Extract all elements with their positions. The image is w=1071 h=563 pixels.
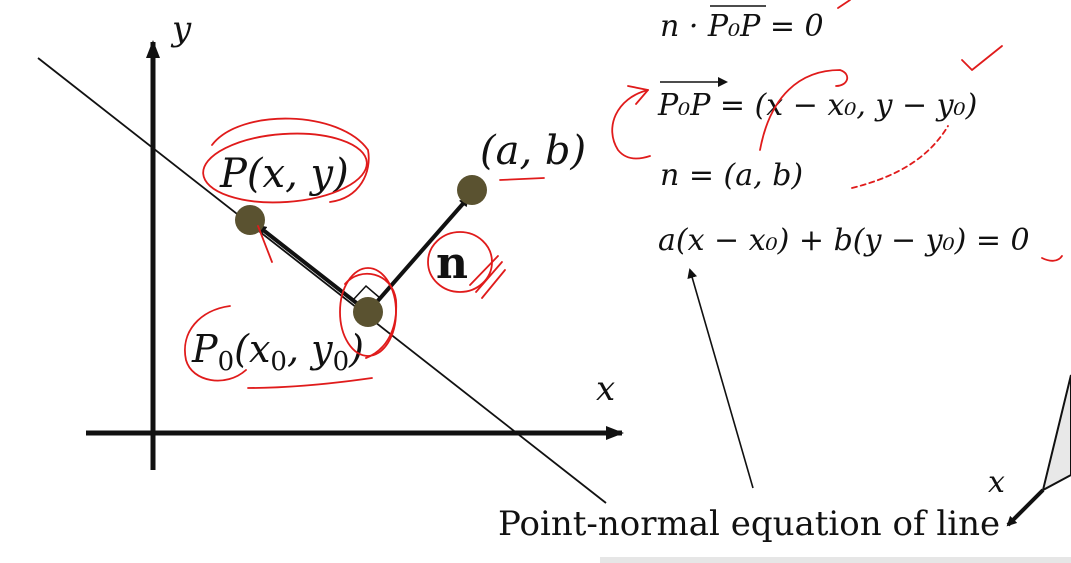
arc-over-eq2 xyxy=(759,69,849,151)
bottom-gray-strip xyxy=(600,557,1071,563)
equation-point-normal: a(x − x₀) + b(y − y₀) = 0 xyxy=(658,223,1030,258)
point-p-label: P(x, y) xyxy=(219,151,349,197)
p0-label-main: P xyxy=(191,327,219,371)
line-l xyxy=(37,57,607,504)
equation-vector-p0p: P₀P = (x − x₀, y − y₀) xyxy=(657,88,977,123)
dashed-arrow-eq3 xyxy=(851,125,949,189)
scribble-p-arrow xyxy=(257,225,273,263)
p0-label-end: ) xyxy=(348,327,364,371)
equation-dot-product: n · P₀P = 0 xyxy=(660,9,824,44)
point-p xyxy=(235,205,265,235)
partial-3d-figure: x xyxy=(988,374,1071,527)
normal-n-label: n xyxy=(436,238,468,289)
partial-x-arrow xyxy=(1006,488,1045,527)
loop-arrow-left xyxy=(611,89,651,160)
underline-zero xyxy=(1041,255,1063,262)
scribble-n xyxy=(469,255,506,299)
scribble-p0 xyxy=(344,272,398,359)
right-angle-marker xyxy=(352,284,381,301)
p0-label-sub2: 0 xyxy=(270,347,287,377)
point-p0 xyxy=(353,297,383,327)
vector-p0p xyxy=(256,224,370,314)
check-mark-2 xyxy=(961,45,1003,71)
equations-group: n · P₀P = 0 P₀P = (x − x₀, y − y₀) n = (… xyxy=(657,5,1030,258)
point-ab-label: (a, b) xyxy=(480,128,586,174)
equation-normal: n = (a, b) xyxy=(660,158,803,193)
caption-pointer-arrow xyxy=(687,268,754,489)
p0-label-rest2: , y xyxy=(287,327,333,371)
red-annotations xyxy=(184,0,1063,389)
p0-label-sub3: 0 xyxy=(333,347,350,377)
loop-arrow-head-left xyxy=(627,85,649,105)
partial-x-label: x xyxy=(988,465,1005,500)
underline-ab xyxy=(499,177,545,181)
p0-label-rest: (x xyxy=(234,327,270,371)
underline-p0-label xyxy=(247,377,373,389)
partial-plane xyxy=(1041,374,1071,492)
caption: Point-normal equation of line xyxy=(498,504,1000,544)
scribble-p-label xyxy=(211,117,370,203)
point-p0-label: P0(x0, y0) xyxy=(191,327,364,377)
axes-group: y x xyxy=(86,9,624,470)
point-ab xyxy=(457,175,487,205)
check-mark-1 xyxy=(837,0,851,9)
x-axis-label: x xyxy=(596,369,615,409)
y-axis-label: y xyxy=(170,9,192,49)
circle-around-p-label xyxy=(202,132,368,204)
p0-label-sub: 0 xyxy=(218,347,235,377)
vector-normal xyxy=(366,196,470,314)
circle-around-p0-label xyxy=(184,305,247,382)
